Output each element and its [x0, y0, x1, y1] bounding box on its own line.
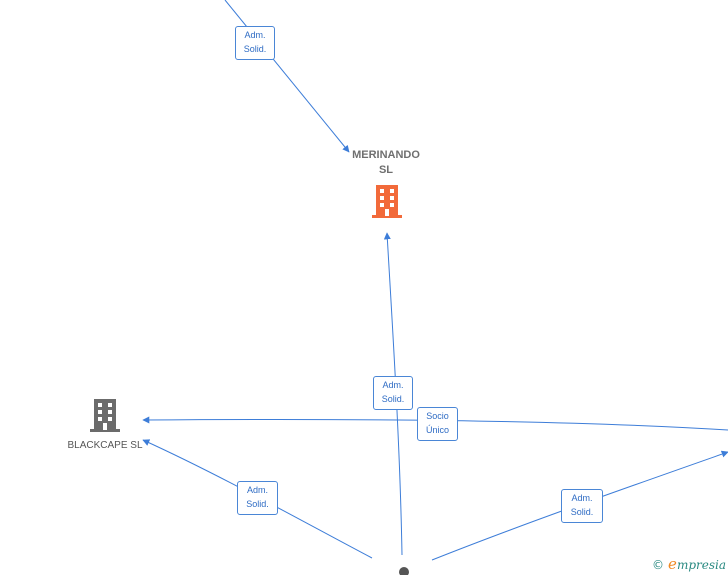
edge-label-line1: Adm. — [382, 380, 404, 390]
building-icon-merinando[interactable] — [370, 183, 404, 219]
edge-label-line1: Adm. — [571, 493, 593, 503]
building-icon-blackcape[interactable] — [88, 397, 122, 433]
node-label-blackcape[interactable]: BLACKCAPE SL — [67, 440, 143, 451]
edge-label-socio-unico[interactable]: Socio Único — [417, 407, 458, 441]
edge-label-line2: Solid. — [570, 507, 594, 517]
edge-label-line2: Solid. — [381, 394, 405, 404]
edge-label-line1: Adm. — [246, 485, 268, 495]
copyright-icon: © — [652, 558, 665, 572]
edge-label-line1: Adm. — [244, 30, 266, 40]
brand-name: mpresia — [676, 558, 726, 572]
edge-label-bottom-to-merinando[interactable]: Adm. Solid. — [373, 376, 413, 410]
node-label-merinando[interactable]: MERINANDO SL — [336, 148, 436, 178]
empresia-logo: ©empresia — [652, 555, 726, 573]
edge-socio-unico — [142, 416, 728, 431]
edge-label-bottom-to-blackcape[interactable]: Adm. Solid. — [237, 481, 278, 515]
person-node-dot[interactable] — [399, 567, 409, 575]
node-label-merinando-line1: MERINANDO — [352, 149, 420, 161]
edge-top-to-merinando — [224, 0, 350, 153]
node-label-merinando-line2: SL — [378, 164, 394, 176]
edge-label-bottom-to-right[interactable]: Adm. Solid. — [561, 489, 603, 523]
edge-label-line2: Solid. — [246, 499, 269, 509]
edge-label-line2: Único — [425, 425, 449, 435]
edge-label-top-to-merinando[interactable]: Adm. Solid. — [235, 26, 275, 60]
edge-label-line2: Solid. — [243, 44, 267, 54]
brand-initial: e — [668, 555, 677, 573]
edge-label-line1: Socio — [426, 411, 449, 421]
